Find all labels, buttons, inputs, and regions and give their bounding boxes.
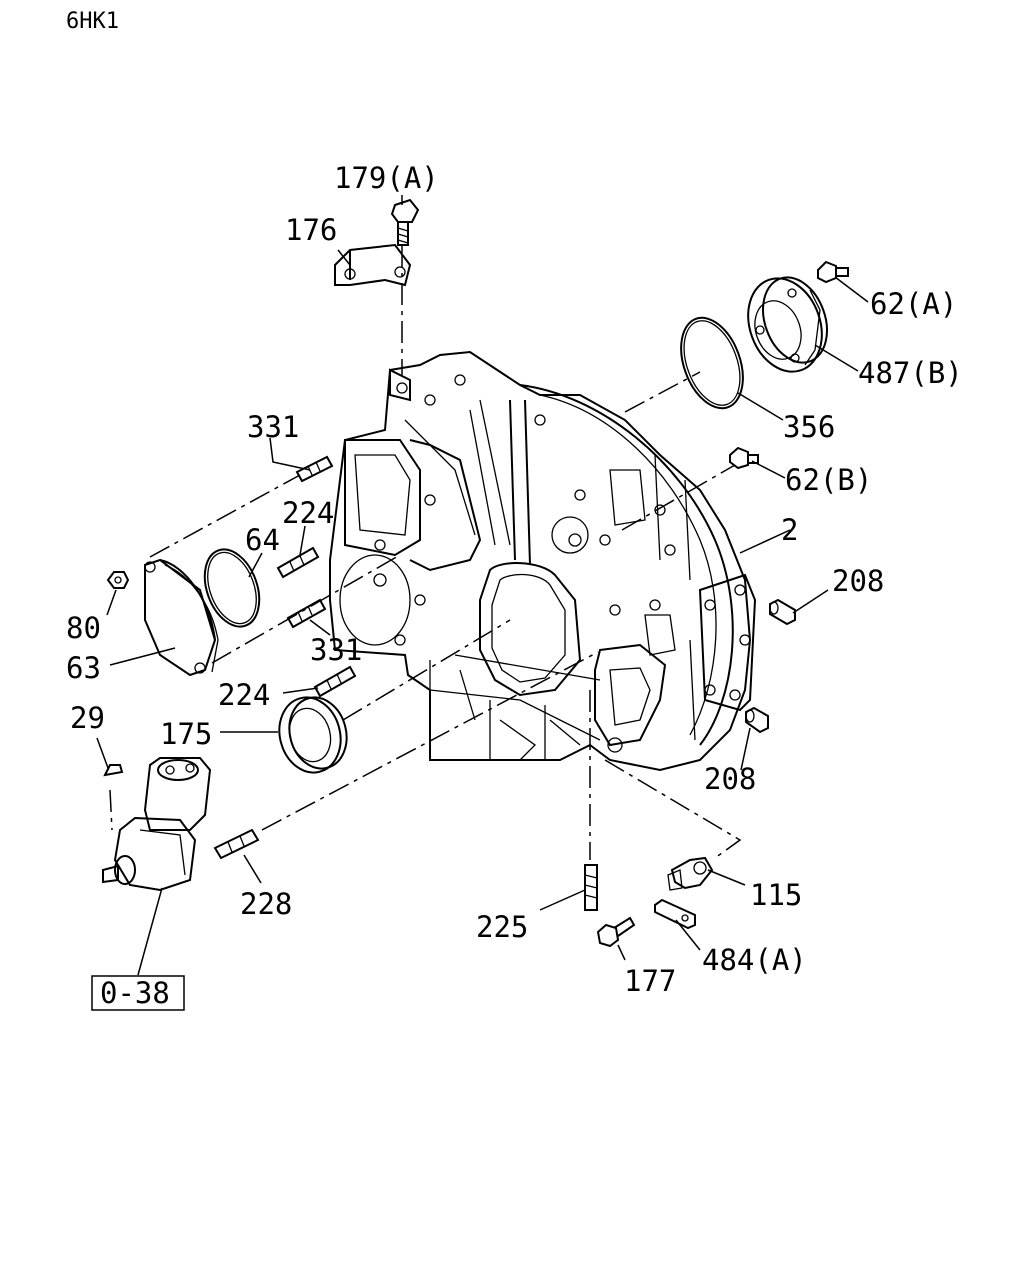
- pump-assembly-drawing: [102, 757, 212, 892]
- callout-29: 29: [70, 701, 105, 735]
- callout-356: 356: [783, 410, 835, 444]
- callout-63: 63: [66, 651, 101, 685]
- callout-2: 2: [781, 513, 798, 547]
- nut-80-drawing: [106, 571, 130, 589]
- callout-179a: 179(A): [334, 161, 439, 195]
- callout-228: 228: [240, 887, 292, 921]
- stud-331-mid-drawing: [286, 598, 327, 629]
- reference-box-frame: [91, 975, 185, 1011]
- leader-lines: [96, 195, 869, 976]
- bracket-176-drawing: [334, 243, 412, 287]
- callout-175: 175: [160, 717, 212, 751]
- callout-62b: 62(B): [785, 463, 872, 497]
- key-29-drawing: [103, 764, 124, 777]
- stud-225-drawing: [584, 864, 598, 911]
- plate-484a-drawing: [654, 898, 696, 930]
- callout-208-bot: 208: [704, 762, 756, 796]
- callout-225: 225: [476, 910, 528, 944]
- oring-64-drawing: [203, 548, 261, 628]
- sensor-115-drawing: [667, 856, 714, 891]
- stud-224-top-drawing: [276, 546, 320, 579]
- reference-box-label: 0-38: [100, 976, 170, 1010]
- stud-331-top-drawing: [295, 455, 334, 483]
- cover-63-drawing: [144, 558, 219, 677]
- model-code: 6HK1: [66, 9, 119, 34]
- callout-80: 80: [66, 611, 101, 645]
- callout-64: 64: [245, 523, 280, 557]
- callout-331-mid: 331: [310, 633, 362, 667]
- assembly-centerlines: [109, 245, 742, 860]
- seal-175-drawing: [278, 696, 348, 774]
- callout-177: 177: [624, 964, 676, 998]
- callout-487b: 487(B): [858, 356, 963, 390]
- cover-487b-drawing: [747, 276, 828, 373]
- stud-228-drawing: [213, 828, 260, 860]
- callout-331-top: 331: [247, 410, 299, 444]
- dowel-208-bot-drawing: [745, 706, 769, 734]
- stud-224-mid-drawing: [313, 665, 357, 698]
- callout-224-mid: 224: [218, 678, 270, 712]
- flywheel-housing-drawing: [329, 350, 757, 772]
- bolt-62b-drawing: [729, 446, 759, 470]
- dowel-208-top-drawing: [769, 598, 796, 626]
- callout-484a: 484(A): [702, 943, 807, 977]
- callout-224-top: 224: [282, 496, 334, 530]
- oring-356-drawing: [680, 316, 744, 410]
- callout-62a: 62(A): [870, 287, 957, 321]
- bolt-179a-drawing: [390, 198, 420, 246]
- bolt-62a-drawing: [817, 260, 849, 284]
- callout-208-top: 208: [832, 564, 884, 598]
- callout-115: 115: [750, 878, 802, 912]
- bolt-177-drawing: [596, 916, 636, 948]
- callout-176: 176: [285, 213, 337, 247]
